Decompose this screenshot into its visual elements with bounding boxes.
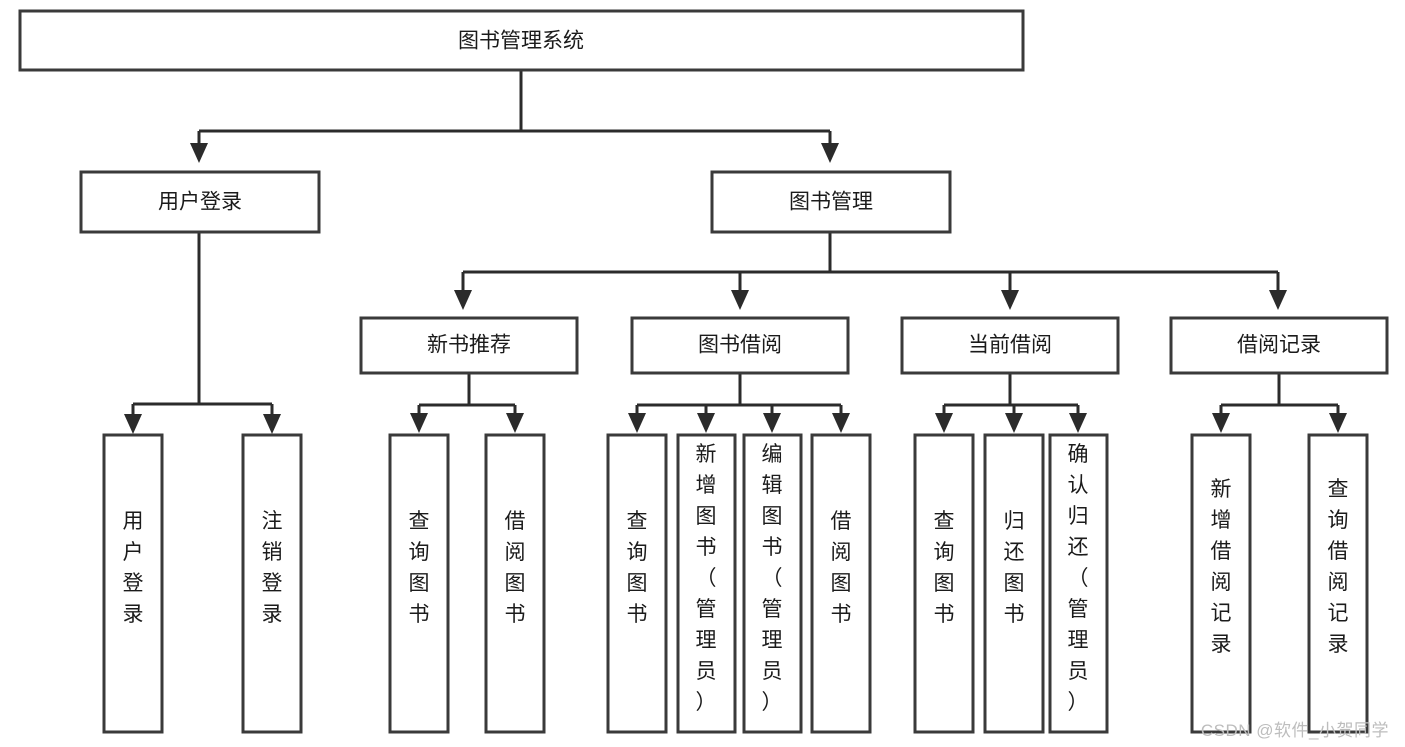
arrowhead-to-leaf-1 [124,414,142,434]
node-leaf-9-label: 查询图书 [934,510,955,626]
arrowhead-to-record [1269,290,1287,310]
arrowhead-to-bookmgmt [821,143,839,163]
arrowhead-to-leaf-11 [1069,413,1087,433]
connector-group-login [124,232,281,434]
arrowhead-to-leaf-4 [506,413,524,433]
arrowhead-to-leaf-7 [763,413,781,433]
arrowhead-to-borrow [731,290,749,310]
connector-group-root [190,70,839,163]
node-current[interactable]: 当前借阅 [900,316,1120,375]
node-leaf-5-label: 查询图书 [627,510,648,626]
node-leaf-7-label: 编辑图书（管理员） [762,443,783,714]
connector-group-current [935,373,1087,433]
node-leaf-5[interactable]: 查询图书 [606,433,668,734]
node-bookmgmt-box[interactable] [710,170,952,234]
node-leaf-9[interactable]: 查询图书 [913,433,975,734]
node-leaf-11-label: 确认归还（管理员） [1068,443,1089,714]
node-leaf-4-box[interactable] [484,433,546,734]
node-leaf-1-box[interactable] [102,433,164,734]
arrowhead-to-leaf-6 [697,413,715,433]
node-leaf-3-box[interactable] [388,433,450,734]
node-leaf-13-box[interactable] [1307,433,1369,734]
connector-group-bookmgmt [454,232,1287,310]
node-bookmgmt-label: 图书管理 [789,191,873,214]
node-leaf-1-label: 用户登录 [123,510,144,626]
node-leaf-6-box[interactable] [676,433,737,734]
arrowhead-to-leaf-5 [628,413,646,433]
node-leaf-11[interactable]: 确认归还（管理员） [1048,433,1109,734]
arrowhead-to-leaf-10 [1005,413,1023,433]
node-leaf-7-box[interactable] [742,433,803,734]
node-newbook-box[interactable] [359,316,579,375]
node-leaf-6[interactable]: 新增图书（管理员） [676,433,737,734]
arrowhead-to-leaf-12 [1212,413,1230,433]
node-record[interactable]: 借阅记录 [1169,316,1389,375]
node-leaf-9-box[interactable] [913,433,975,734]
node-leaf-10-box[interactable] [983,433,1045,734]
node-leaf-2[interactable]: 注销登录 [241,433,303,734]
node-bookmgmt[interactable]: 图书管理 [710,170,952,234]
node-leaf-4[interactable]: 借阅图书 [484,433,546,734]
node-leaf-8-box[interactable] [810,433,872,734]
connector-group-record [1212,373,1347,433]
node-leaf-12[interactable]: 新增借阅记录 [1190,433,1252,734]
node-borrow-label: 图书借阅 [698,334,782,357]
node-leaf-8-label: 借阅图书 [831,510,852,626]
node-borrow-box[interactable] [630,316,850,375]
node-root[interactable]: 图书管理系统 [18,9,1025,72]
node-login-label: 用户登录 [158,191,242,214]
node-borrow[interactable]: 图书借阅 [630,316,850,375]
node-leaf-12-box[interactable] [1190,433,1252,734]
node-current-label: 当前借阅 [968,334,1052,357]
node-leaf-1[interactable]: 用户登录 [102,433,164,734]
arrowhead-to-leaf-13 [1329,413,1347,433]
node-leaf-13-label: 查询借阅记录 [1328,478,1349,656]
node-root-label: 图书管理系统 [458,30,584,53]
arrowhead-to-leaf-3 [410,413,428,433]
connector-group-newbook [410,373,524,433]
arrowhead-to-newbook [454,290,472,310]
node-leaf-3-label: 查询图书 [409,510,430,626]
node-leaf-11-box[interactable] [1048,433,1109,734]
node-newbook-label: 新书推荐 [427,334,511,357]
arrowhead-to-leaf-2 [263,414,281,434]
node-leaf-7[interactable]: 编辑图书（管理员） [742,433,803,734]
arrowhead-to-current [1001,290,1019,310]
node-record-box[interactable] [1169,316,1389,375]
connector-group-borrow [628,373,850,433]
node-leaf-10-label: 归还图书 [1004,510,1025,626]
node-login[interactable]: 用户登录 [79,170,321,234]
node-leaf-5-box[interactable] [606,433,668,734]
node-leaf-4-label: 借阅图书 [505,510,526,626]
node-leaf-6-label: 新增图书（管理员） [696,443,717,714]
node-current-box[interactable] [900,316,1120,375]
node-leaf-2-box[interactable] [241,433,303,734]
node-leaf-8[interactable]: 借阅图书 [810,433,872,734]
node-leaf-3[interactable]: 查询图书 [388,433,450,734]
node-leaf-12-label: 新增借阅记录 [1211,478,1232,656]
node-newbook[interactable]: 新书推荐 [359,316,579,375]
node-login-box[interactable] [79,170,321,234]
arrowhead-to-leaf-9 [935,413,953,433]
node-leaf-2-label: 注销登录 [262,510,283,626]
node-record-label: 借阅记录 [1237,334,1321,357]
node-root-box[interactable] [18,9,1025,72]
arrowhead-to-login [190,143,208,163]
node-leaf-13[interactable]: 查询借阅记录 [1307,433,1369,734]
node-leaf-10[interactable]: 归还图书 [983,433,1045,734]
arrowhead-to-leaf-8 [832,413,850,433]
